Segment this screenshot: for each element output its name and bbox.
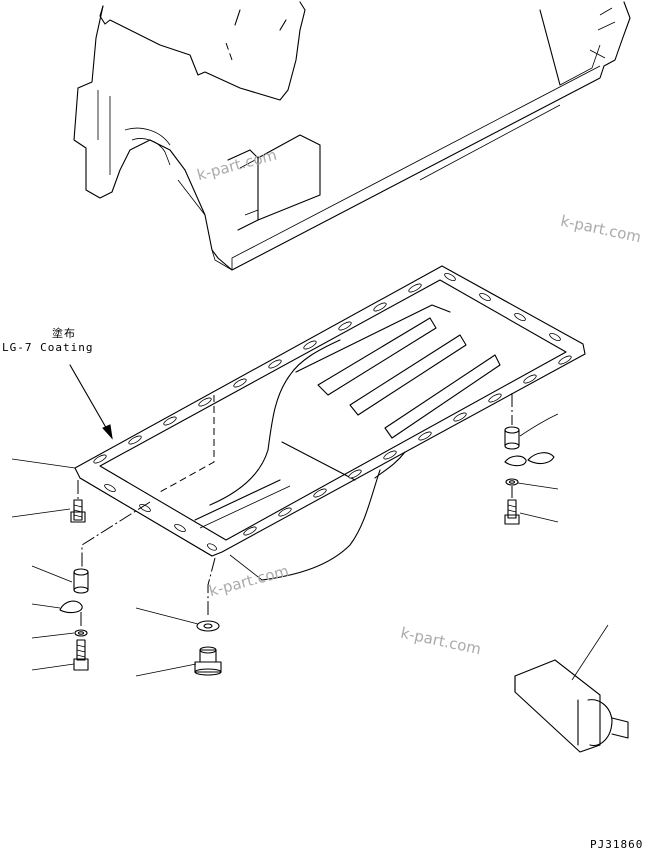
- drain-plug: [135, 557, 222, 677]
- drain-washer: [196, 620, 220, 632]
- left-dowel: [73, 568, 89, 594]
- drain-plug-body: [194, 646, 222, 676]
- left-fasteners: [11, 458, 151, 671]
- oil-pan: [74, 265, 586, 581]
- figure-code: PJ31860: [590, 838, 644, 851]
- engine-block: [73, 1, 631, 271]
- left-bolt-top: [70, 499, 86, 523]
- left-washer: [74, 629, 88, 637]
- right-washer: [505, 478, 519, 486]
- right-dowel: [504, 426, 520, 450]
- gasket-holes: [93, 272, 572, 551]
- coating-arrow: [69, 364, 113, 440]
- right-bolt: [504, 499, 520, 525]
- right-o-ring: [504, 455, 527, 467]
- dipstick-guide: [514, 624, 629, 753]
- left-bolt-bottom: [73, 639, 89, 671]
- left-o-ring: [59, 600, 83, 614]
- coating-label: LG-7 Coating: [2, 341, 94, 354]
- right-fasteners: [504, 393, 559, 525]
- coating-label-jp: 塗布: [52, 327, 76, 340]
